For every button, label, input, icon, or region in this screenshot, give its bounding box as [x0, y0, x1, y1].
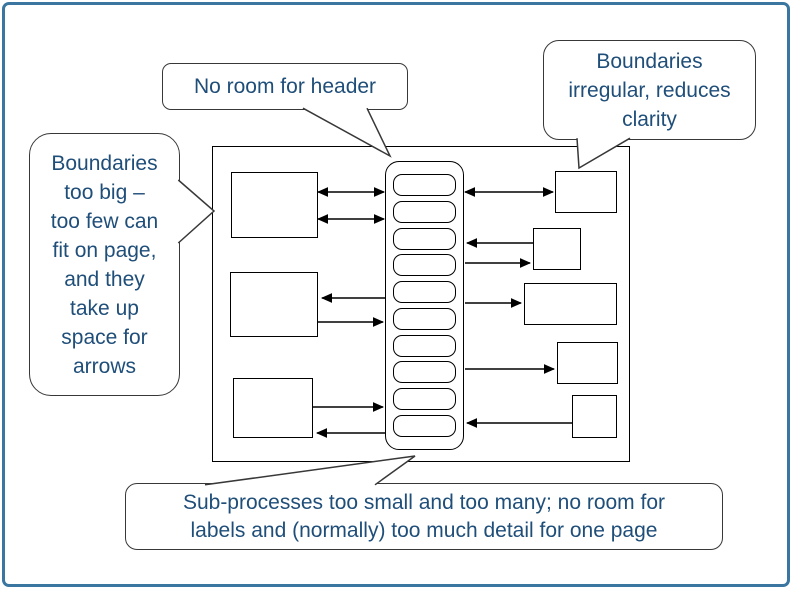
subprocess-box [393, 200, 456, 223]
boundary-box-right-1 [555, 171, 617, 213]
boundary-box-left-1 [231, 172, 318, 238]
subprocess-box [393, 174, 456, 196]
callout-no-room-for-header: No room for header [162, 63, 408, 110]
callout-right-text: Boundaries irregular, reduces clarity [568, 49, 731, 131]
subprocess-box [393, 254, 456, 277]
callout-subprocesses-too-small: Sub-processes too small and too many; no… [125, 483, 723, 550]
boundary-box-right-4 [557, 342, 618, 384]
boundary-box-right-3 [524, 283, 617, 325]
boundary-box-right-2 [533, 228, 581, 270]
subprocess-stack [385, 161, 464, 450]
callout-boundaries-irregular: Boundaries irregular, reduces clarity [543, 40, 756, 140]
subprocess-box [393, 334, 456, 357]
subprocess-box [393, 388, 456, 411]
subprocess-box [393, 361, 456, 384]
boundary-box-right-5 [572, 395, 617, 438]
subprocess-box [393, 227, 456, 250]
boundary-box-left-2 [230, 272, 318, 337]
boundary-box-left-3 [233, 378, 313, 438]
subprocess-box [393, 414, 456, 437]
callout-bottom-text: Sub-processes too small and too many; no… [182, 490, 666, 542]
callout-left-text: Boundaries too big – too few can fit on … [50, 151, 159, 378]
callout-header-text: No room for header [193, 74, 377, 98]
callout-boundaries-too-big: Boundaries too big – too few can fit on … [29, 133, 180, 396]
subprocess-box [393, 307, 456, 330]
subprocess-box [393, 281, 456, 304]
